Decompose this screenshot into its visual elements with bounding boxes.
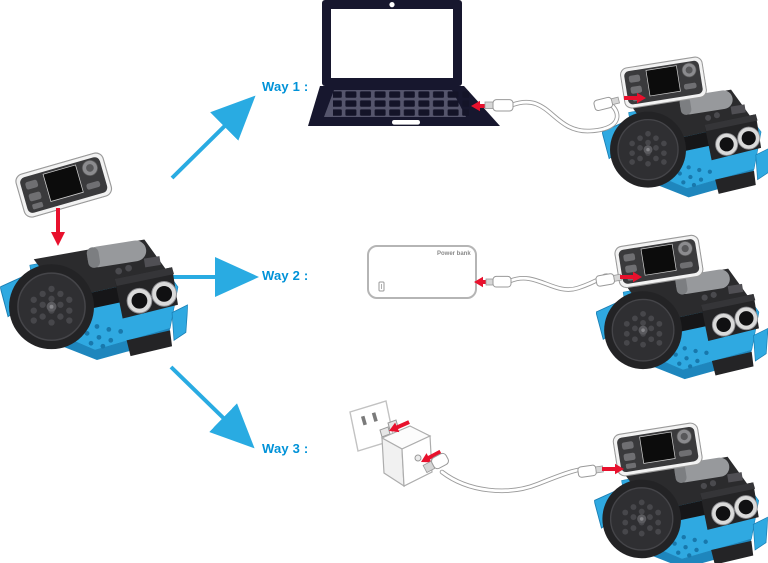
usb-plug-laptop-end-icon	[484, 99, 514, 112]
usb-plug-robot1-end-icon	[593, 96, 620, 112]
usb-plug-adapter-end-icon	[422, 452, 449, 474]
power-bank-icon	[367, 245, 477, 299]
usb-port-icon	[378, 281, 385, 292]
laptop-screen	[331, 9, 453, 78]
usb-plug-robot2-end-icon	[595, 273, 622, 287]
plug-arrow-robot3-icon	[602, 463, 624, 475]
usb-cable-way2-icon	[474, 271, 642, 292]
plug-arrow-robot2-icon	[620, 271, 642, 283]
usb-cable-way3-icon	[439, 463, 624, 494]
way-3-label: Way 3 :	[262, 441, 309, 456]
way-2-label: Way 2 :	[262, 268, 309, 283]
way-3-arrow	[169, 365, 255, 449]
usb-power-adapter-icon	[379, 419, 433, 488]
power-adapter-outlet-icon	[349, 400, 449, 488]
mbot-robot-left-icon	[0, 202, 188, 363]
usb-plug-robot3-end-icon	[577, 464, 604, 478]
laptop-trackpad	[392, 120, 420, 125]
plug-arrow-robot1-icon	[624, 92, 646, 104]
usb-cable-way1-icon	[471, 92, 646, 134]
way-1-label: Way 1 :	[262, 79, 309, 94]
mbot-robot-way2-icon	[596, 233, 768, 382]
laptop-icon	[308, 0, 500, 126]
usb-plug-powerbank-end-icon	[485, 275, 512, 288]
insert-down-arrow-icon	[51, 208, 65, 246]
power-bank-label: Power bank	[437, 251, 471, 257]
way-1-arrow	[170, 95, 256, 180]
webcam-dot-icon	[389, 2, 395, 8]
laptop-keyboard	[333, 91, 469, 116]
